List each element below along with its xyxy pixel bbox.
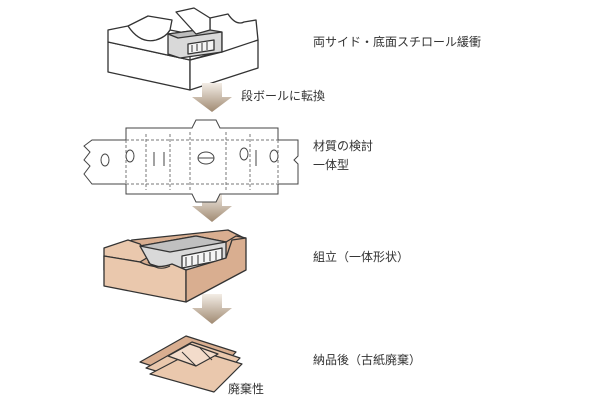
step-5-label: 納品後（古紙廃棄） bbox=[313, 353, 422, 367]
die-cut-pattern-illustration bbox=[83, 119, 299, 203]
cardboard-tray-illustration bbox=[103, 229, 247, 303]
flattened-cardboard-illustration bbox=[139, 335, 243, 393]
step-2-label: 段ボールに転換 bbox=[241, 89, 326, 103]
step-3-label: 材質の検討 bbox=[313, 139, 374, 153]
step-4-label: 組立（一体形状） bbox=[313, 250, 410, 264]
arrow-1 bbox=[192, 83, 232, 112]
arrow-3 bbox=[192, 294, 232, 324]
styrofoam-cushion-illustration bbox=[107, 7, 259, 91]
step-3-sublabel: 一体型 bbox=[313, 158, 350, 172]
step-1-label: 両サイド・底面スチロール緩衝 bbox=[313, 35, 482, 49]
step-5-sublabel: 廃棄性 bbox=[228, 382, 265, 396]
